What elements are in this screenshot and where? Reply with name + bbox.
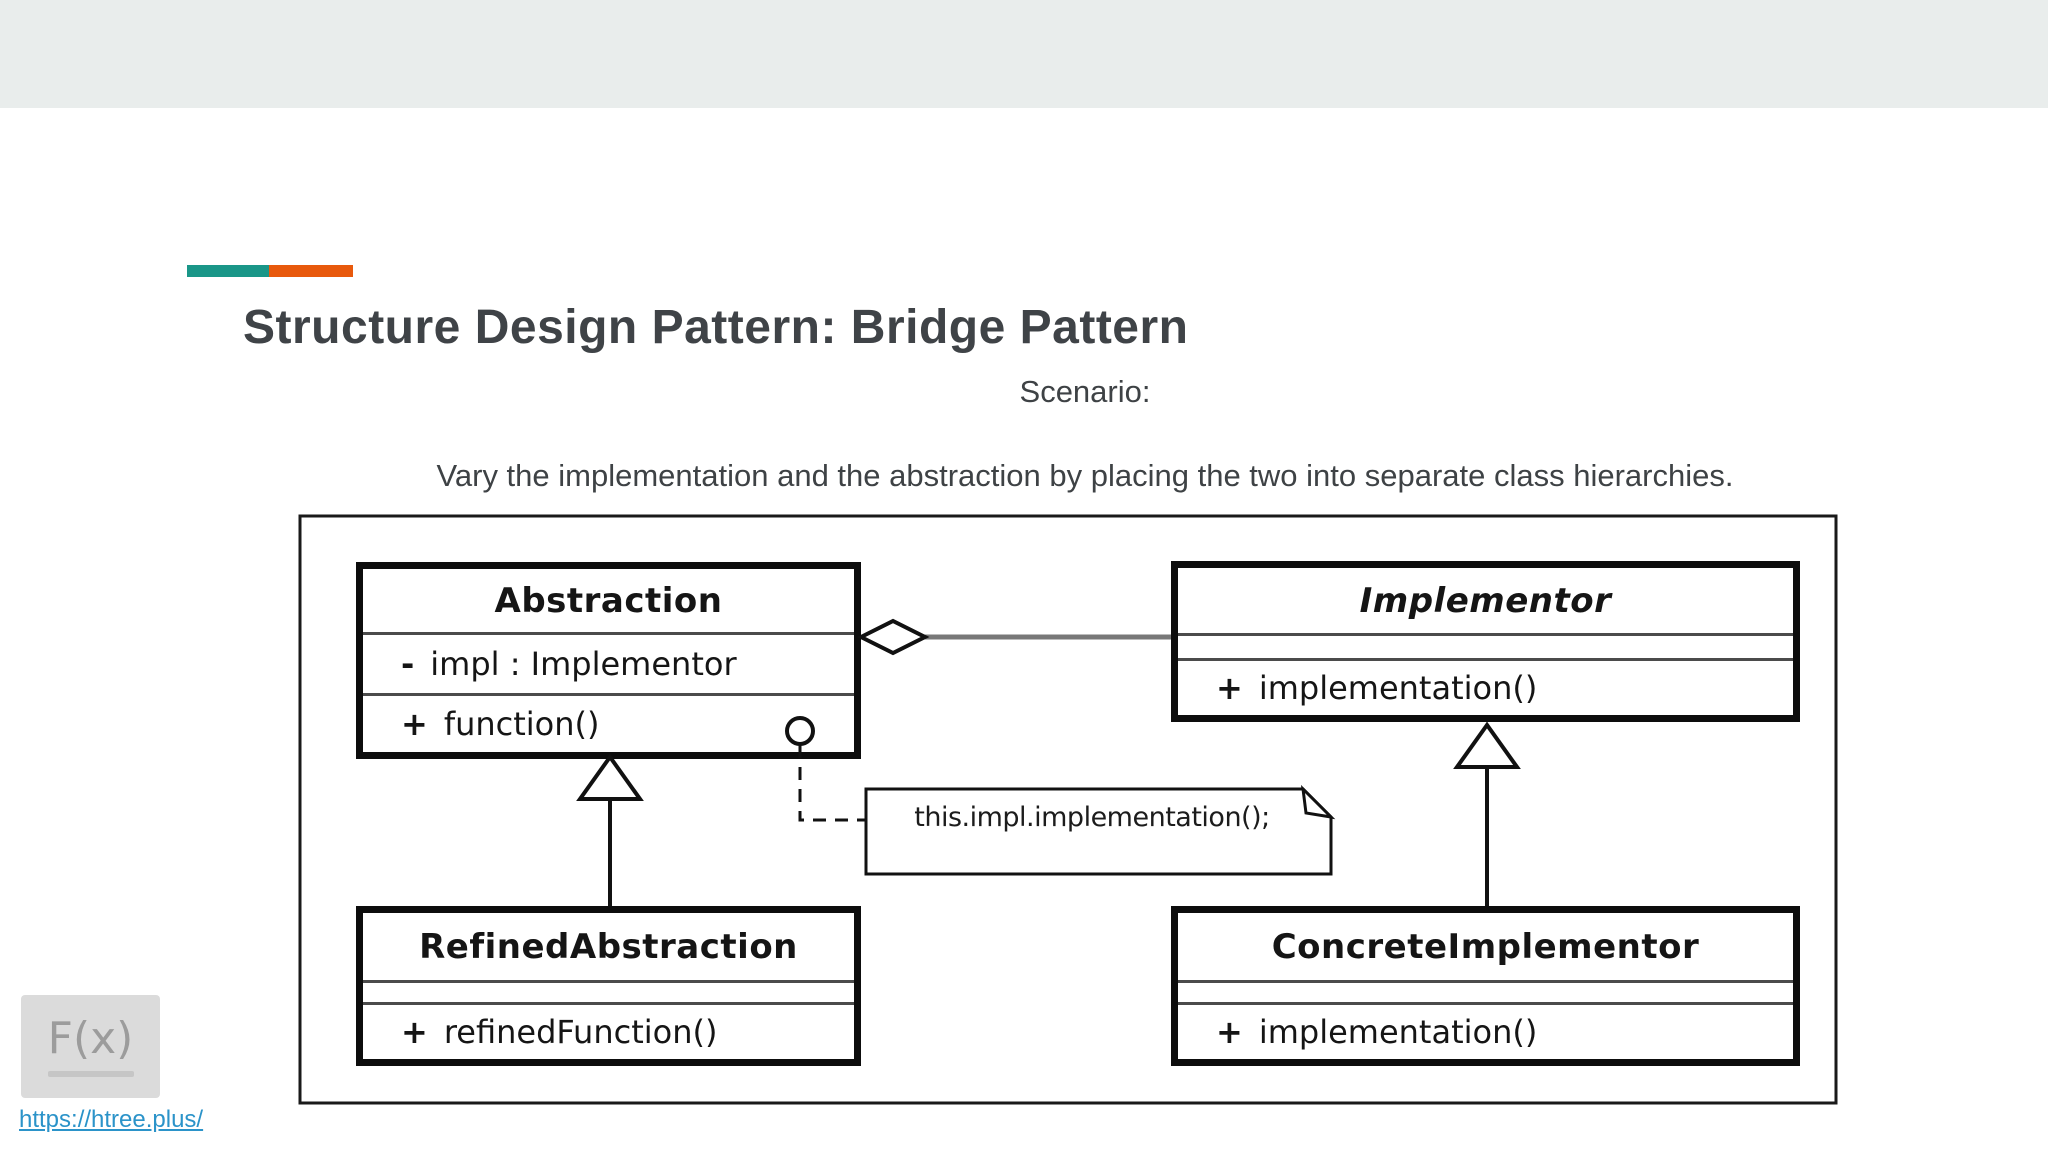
visibility-sign: +	[1216, 1013, 1243, 1051]
note-text: this.impl.implementation();	[914, 802, 1270, 833]
class-title: RefinedAbstraction	[419, 926, 798, 967]
visibility-sign: -	[401, 645, 415, 683]
fx-logo-glyph: F(x)	[47, 1012, 134, 1064]
class-methods: + refinedFunction()	[363, 1002, 854, 1059]
class-box-refined-abstraction: RefinedAbstraction + refinedFunction()	[356, 906, 861, 1066]
empty-attributes-compartment	[1178, 980, 1793, 1002]
accent-bar-orange	[269, 265, 353, 277]
fx-logo: F(x)	[21, 995, 160, 1098]
class-title: Implementor	[1359, 580, 1612, 621]
method-text: function()	[443, 705, 600, 743]
visibility-sign: +	[401, 1013, 428, 1051]
top-gray-bar	[0, 0, 2048, 108]
method-text: implementation()	[1258, 669, 1538, 707]
class-attributes: - impl : Implementor	[363, 632, 854, 693]
class-box-abstraction: Abstraction - impl : Implementor + funct…	[356, 562, 861, 759]
inheritance-triangle-right-icon	[1453, 721, 1521, 769]
class-methods: + implementation()	[1178, 658, 1793, 715]
fx-logo-wordmark	[47, 1070, 134, 1077]
empty-attributes-compartment	[363, 980, 854, 1002]
class-title: Abstraction	[494, 580, 723, 621]
class-methods: + function()	[363, 693, 854, 752]
site-link[interactable]: https://htree.plus/	[19, 1106, 204, 1133]
empty-attributes-compartment	[1178, 633, 1793, 658]
scenario-description: Vary the implementation and the abstract…	[436, 458, 1734, 493]
inheritance-triangle-left-icon	[576, 753, 644, 801]
visibility-sign: +	[401, 705, 428, 743]
page-title: Structure Design Pattern: Bridge Pattern	[243, 301, 1189, 354]
method-text: implementation()	[1258, 1013, 1538, 1051]
class-title: ConcreteImplementor	[1271, 926, 1700, 967]
aggregation-diamond-icon	[856, 618, 930, 656]
class-box-implementor: Implementor + implementation()	[1171, 561, 1800, 722]
method-text: refinedFunction()	[443, 1013, 718, 1051]
class-box-concrete-implementor: ConcreteImplementor + implementation()	[1171, 906, 1800, 1066]
scenario-label: Scenario:	[1019, 374, 1151, 409]
class-methods: + implementation()	[1178, 1002, 1793, 1059]
visibility-sign: +	[1216, 669, 1243, 707]
attribute-text: impl : Implementor	[430, 645, 737, 683]
accent-bar-teal	[187, 265, 269, 277]
